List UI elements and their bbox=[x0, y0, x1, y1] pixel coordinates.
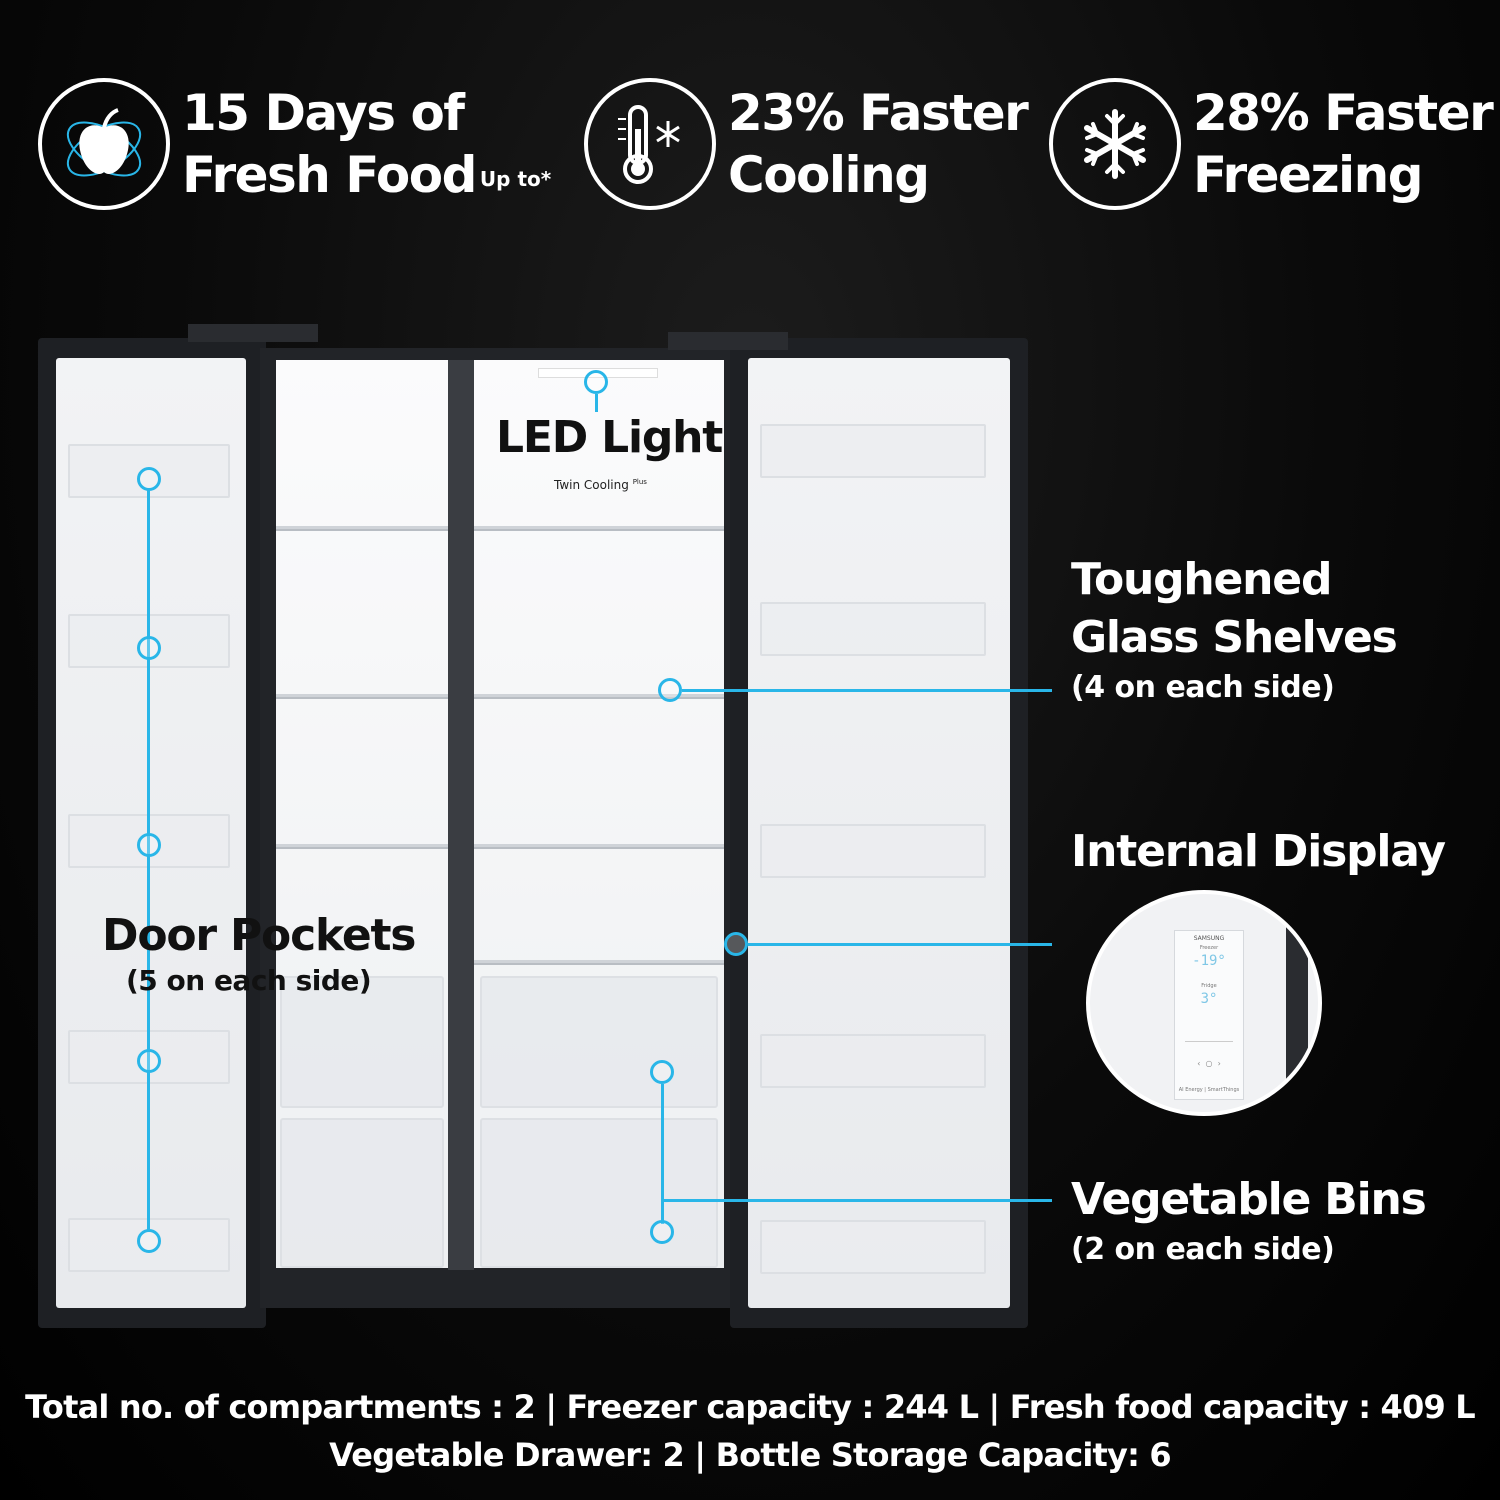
apple-icon bbox=[38, 78, 170, 210]
snowflake-icon bbox=[1049, 78, 1181, 210]
fridge-temp: 3° bbox=[1200, 991, 1218, 1007]
right-door bbox=[730, 338, 1028, 1328]
led-light-label: LED Light bbox=[496, 412, 723, 463]
glass-shelves-label-2: Glass Shelves bbox=[1071, 612, 1398, 663]
led-light-marker bbox=[584, 370, 608, 394]
feature-line2: Cooling bbox=[728, 146, 930, 204]
door-pocket-marker bbox=[137, 467, 161, 491]
cabinet bbox=[260, 348, 736, 1308]
glass-shelf-marker bbox=[658, 678, 682, 702]
feature-line1: 23% Faster bbox=[728, 84, 1029, 142]
internal-display-marker bbox=[724, 932, 748, 956]
fridge-compartment bbox=[474, 360, 724, 1268]
door-pockets-label: Door Pockets bbox=[102, 910, 417, 961]
specs-line-1: Total no. of compartments : 2 | Freezer … bbox=[25, 1388, 1476, 1426]
feature-cooling: 23% Faster Cooling bbox=[584, 78, 1029, 210]
feature-line2: Freezing bbox=[1193, 146, 1424, 204]
twin-cooling-label: Twin Cooling Plus bbox=[554, 478, 647, 492]
door-pocket bbox=[760, 824, 986, 878]
center-divider bbox=[448, 360, 474, 1270]
feature-line1: 15 Days of bbox=[182, 84, 465, 142]
vegetable-bin-marker bbox=[650, 1060, 674, 1084]
door-pocket-marker bbox=[137, 1229, 161, 1253]
vegetable-bin bbox=[480, 976, 718, 1108]
vegetable-bins-label: Vegetable Bins bbox=[1071, 1174, 1427, 1225]
specs-line-2: Vegetable Drawer: 2 | Bottle Storage Cap… bbox=[329, 1436, 1172, 1474]
internal-display-label: Internal Display bbox=[1071, 826, 1446, 877]
vegetable-bins-sub: (2 on each side) bbox=[1071, 1232, 1335, 1267]
glass-shelves-label-1: Toughened bbox=[1071, 554, 1332, 605]
door-pocket-marker bbox=[137, 833, 161, 857]
door-pocket bbox=[760, 602, 986, 656]
freezer-bin bbox=[280, 1118, 444, 1268]
freezer-compartment bbox=[276, 360, 448, 1268]
display-panel: SAMSUNG Freezer -19° Fridge 3° ‹ ○ › AI … bbox=[1174, 930, 1244, 1100]
vegetable-bin-marker bbox=[650, 1220, 674, 1244]
refrigerator bbox=[38, 318, 1028, 1338]
feature-line2: Fresh Food bbox=[182, 146, 477, 204]
door-pocket bbox=[760, 1220, 986, 1274]
vegetable-bin bbox=[480, 1118, 718, 1268]
door-pocket-marker bbox=[137, 1049, 161, 1073]
internal-display-zoom: SAMSUNG Freezer -19° Fridge 3° ‹ ○ › AI … bbox=[1086, 890, 1322, 1116]
door-pockets-sub: (5 on each side) bbox=[126, 964, 372, 997]
thermometer-snowflake-icon bbox=[584, 78, 716, 210]
door-pocket bbox=[760, 424, 986, 478]
feature-freezing: 28% Faster Freezing bbox=[1049, 78, 1494, 210]
feature-line1: 28% Faster bbox=[1193, 84, 1494, 142]
freezer-temp: -19° bbox=[1192, 953, 1226, 969]
feature-suffix: Up to* bbox=[479, 167, 552, 191]
freezer-bin bbox=[280, 976, 444, 1108]
door-pocket-marker bbox=[137, 636, 161, 660]
glass-shelves-sub: (4 on each side) bbox=[1071, 670, 1335, 705]
door-pocket bbox=[760, 1034, 986, 1088]
